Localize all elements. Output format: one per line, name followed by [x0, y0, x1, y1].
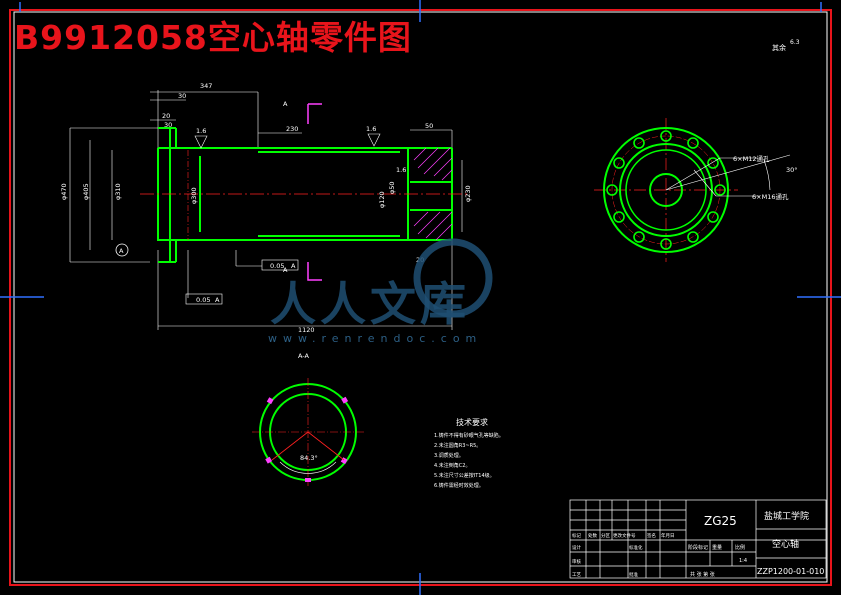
tech-req-title: 技术要求: [456, 417, 488, 427]
rough-1-6-a: 1.6: [196, 127, 206, 135]
flange-note-m12: 6×M12通孔: [733, 154, 770, 163]
tolerance-2-ref: A: [215, 296, 220, 304]
dim-phi470: φ470: [60, 183, 68, 200]
title-block-frame: [569, 499, 827, 579]
dim-1120: 1120: [298, 326, 315, 334]
dim-phi230: φ230: [464, 185, 472, 202]
process-label: 工艺: [572, 572, 581, 578]
scale-value: 1:4: [739, 558, 747, 564]
tech-req-item: 3.调质处理。: [434, 452, 464, 459]
tech-req-item: 4.未注倒角C2。: [434, 462, 470, 469]
drawing-number: ZZP1200-01-010: [757, 567, 824, 576]
part-name: 空心轴: [772, 538, 799, 550]
section-mark-a-top: A: [283, 100, 288, 108]
inner-frame: [13, 11, 828, 583]
page-title: B9912058空心轴零件图: [14, 18, 412, 57]
standard-label: 标准化: [629, 544, 643, 551]
rough-1-6-c: 1.6: [396, 166, 406, 174]
dim-phi300: φ300: [190, 187, 198, 204]
outer-frame: [9, 9, 832, 586]
dim-50: 50: [425, 122, 433, 130]
row-label-sign: 签名: [647, 532, 656, 539]
tech-req-item: 5.未注尺寸公差按IT14级。: [434, 472, 495, 479]
dim-20b: 20: [416, 256, 424, 264]
school-name: 盐城工学院: [764, 510, 809, 522]
dim-phi405: φ405: [82, 183, 90, 200]
row-label-date: 年月日: [661, 532, 675, 539]
weight-label: 重量: [712, 544, 722, 551]
row-label-count: 处数: [588, 532, 597, 539]
row-label-mark: 标记: [572, 532, 581, 539]
rough-1-6-b: 1.6: [366, 125, 376, 133]
surface-note-value: 6.3: [790, 39, 800, 46]
tech-req-item: 2.未注圆角R3~R5。: [434, 442, 481, 449]
scale-label: 比例: [735, 544, 745, 551]
flange-side-view: [594, 118, 791, 262]
section-angle: 84.3°: [300, 454, 318, 462]
tech-req-item: 1.铸件不得有砂眼气孔等缺陷。: [434, 432, 504, 439]
approve-label: 批准: [629, 571, 638, 578]
section-label: A-A: [298, 352, 310, 360]
tech-requirements: 技术要求 1.铸件不得有砂眼气孔等缺陷。 2.未注圆角R3~R5。 3.调质处理…: [434, 417, 504, 489]
dim-347: 347: [200, 82, 212, 90]
tolerance-2: 0.05: [196, 296, 210, 304]
dim-230: 230: [286, 125, 298, 133]
section-a-a: [252, 378, 364, 486]
dim-30b: 30: [164, 121, 172, 129]
datum-a: A: [119, 247, 124, 255]
tolerance-1-ref: A: [291, 262, 296, 270]
dim-phi310: φ310: [114, 183, 122, 200]
dim-30a: 30: [178, 92, 186, 100]
material: ZG25: [704, 514, 737, 528]
dim-phi50: φ50: [388, 181, 396, 194]
surface-note-label: 其余: [772, 43, 786, 52]
stage-label: 阶段标记: [688, 544, 708, 551]
section-mark-a-bottom: A: [283, 266, 288, 274]
flange-angle: 30°: [786, 166, 798, 174]
dim-phi120: φ120: [378, 191, 386, 208]
row-label-zone: 分区: [601, 532, 610, 539]
sheet-info: 共 张 第 张: [690, 571, 715, 578]
flange-note-m16: 6×M16通孔: [752, 192, 789, 201]
dim-20: 20: [162, 112, 170, 120]
tolerance-1: 0.05: [270, 262, 284, 270]
row-label-change: 更改文件号: [613, 532, 636, 539]
tech-req-item: 6.铸件需经时效处理。: [434, 482, 484, 489]
designer-label: 设计: [572, 544, 581, 551]
checker-label: 审核: [572, 558, 581, 565]
shaft-main-view: [69, 90, 470, 330]
